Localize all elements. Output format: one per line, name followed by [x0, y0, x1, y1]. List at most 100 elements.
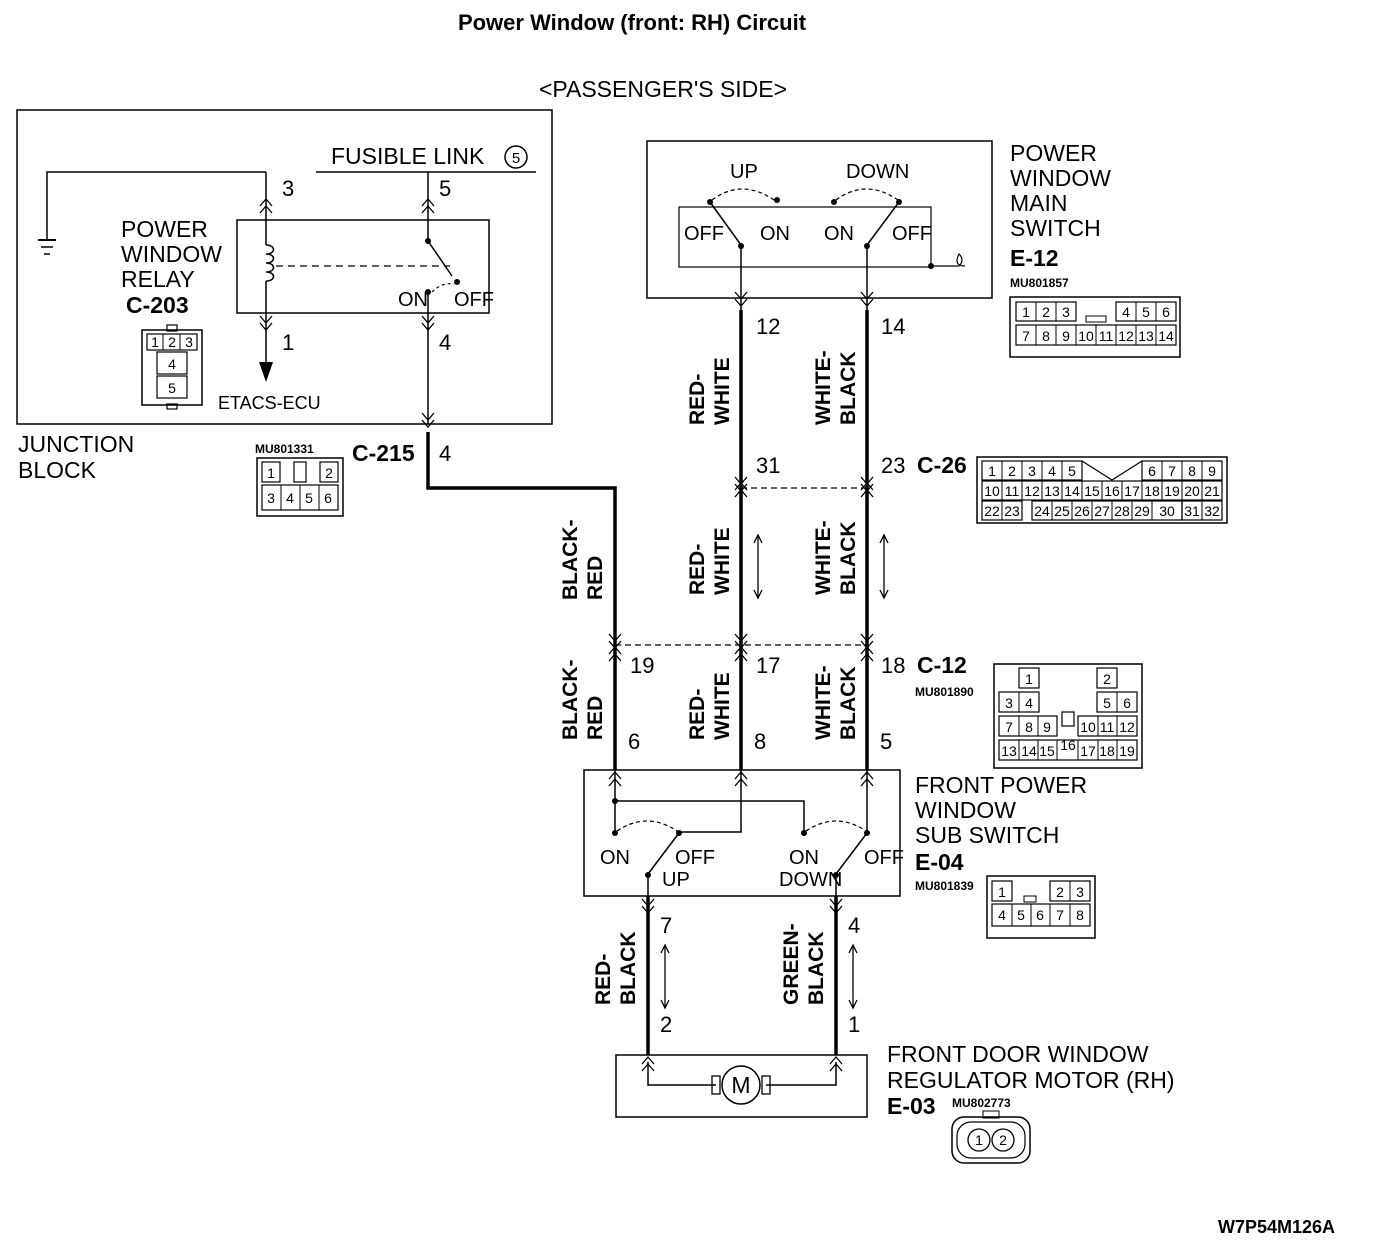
- motor-symbol: M: [731, 1072, 750, 1098]
- relay-label-2: WINDOW: [121, 241, 222, 267]
- svg-text:4: 4: [1025, 695, 1033, 711]
- fusible-link-label: FUSIBLE LINK: [331, 143, 485, 169]
- etacs-arrow: [259, 362, 273, 382]
- svg-text:20: 20: [1184, 483, 1200, 499]
- svg-text:3: 3: [267, 490, 275, 506]
- svg-text:6: 6: [1123, 695, 1131, 711]
- chevron-down-icon: [421, 412, 435, 428]
- svg-text:12: 12: [1119, 719, 1135, 735]
- svg-text:5: 5: [1068, 463, 1076, 479]
- motor-connector-id: E-03: [887, 1093, 936, 1119]
- svg-text:7: 7: [1022, 328, 1030, 344]
- svg-text:8: 8: [1188, 463, 1196, 479]
- svg-text:27: 27: [1094, 503, 1110, 519]
- wire-label-green-black-a: GREEN-: [780, 923, 803, 1005]
- svg-text:6: 6: [1162, 304, 1170, 320]
- sub-switch-label-1: FRONT POWER: [915, 772, 1087, 798]
- svg-text:11: 11: [1099, 328, 1114, 344]
- sub-switch-arc: [805, 820, 867, 832]
- wire-label-white-black-3b: BLACK: [837, 667, 860, 741]
- svg-text:3: 3: [1028, 463, 1036, 479]
- wire-black-red-upper: [426, 432, 617, 640]
- wire-label-red-white-3a: RED-: [686, 689, 709, 740]
- sub-switch-pin-4: 4: [848, 913, 860, 938]
- svg-text:4: 4: [998, 907, 1006, 923]
- svg-text:7: 7: [1168, 463, 1176, 479]
- svg-text:9: 9: [1062, 328, 1070, 344]
- sub-switch-arc: [616, 820, 678, 832]
- svg-text:4: 4: [168, 356, 176, 372]
- chevron-down-icon: [421, 315, 435, 331]
- sub-switch-frame: [583, 769, 901, 897]
- svg-text:1: 1: [988, 463, 996, 479]
- svg-text:28: 28: [1114, 503, 1130, 519]
- junction-block-frame: [16, 109, 553, 425]
- main-switch-arc: [835, 188, 899, 201]
- svg-text:30: 30: [1159, 503, 1175, 519]
- double-arrow-icon: [753, 533, 763, 600]
- main-switch-off-2: OFF: [892, 223, 932, 245]
- c215-connector-icon: 1 2 3 4 5 6: [256, 457, 344, 517]
- sub-switch-arm-up: [647, 832, 680, 875]
- wire-label-red-black-b: BLACK: [617, 932, 640, 1006]
- svg-text:4: 4: [286, 490, 294, 506]
- main-switch-frame: [646, 140, 993, 299]
- relay-off-dot: [454, 279, 460, 285]
- svg-text:7: 7: [1005, 719, 1013, 735]
- c12-connector-icon: 1 2 3 4 5 6 7 8 9 10 11 12 13 14 15 16 1…: [993, 663, 1143, 769]
- e03-connector-icon: 1 2: [951, 1110, 1031, 1164]
- svg-text:13: 13: [1138, 328, 1154, 344]
- svg-text:8: 8: [1076, 907, 1084, 923]
- relay-box: [236, 219, 490, 314]
- sub-switch-part-number: MU801839: [915, 879, 974, 893]
- svg-text:7: 7: [1056, 907, 1064, 923]
- svg-text:10: 10: [1078, 328, 1094, 344]
- svg-text:23: 23: [1004, 503, 1020, 519]
- svg-text:13: 13: [1001, 743, 1017, 759]
- main-switch-down-label: DOWN: [846, 161, 909, 183]
- svg-text:8: 8: [1042, 328, 1050, 344]
- etacs-ecu-label: ETACS-ECU: [218, 393, 321, 413]
- motor-frame: [615, 1054, 868, 1118]
- motor-brush: [711, 1075, 721, 1095]
- c215-part-number: MU801331: [255, 442, 314, 456]
- c26-pin-23: 23: [881, 453, 905, 478]
- motor-wire: [647, 1062, 716, 1086]
- main-switch-pin-12: 12: [756, 314, 780, 339]
- relay-on-label: ON: [398, 289, 428, 311]
- svg-text:1: 1: [998, 884, 1006, 900]
- main-switch-label-4: SWITCH: [1010, 215, 1101, 241]
- sub-switch-contact-dot: [801, 830, 807, 836]
- motor-pin-2: 2: [660, 1012, 672, 1037]
- sub-switch-label-2: WINDOW: [915, 797, 1016, 823]
- wire-label-red-white-1b: WHITE: [711, 357, 734, 425]
- svg-text:21: 21: [1204, 483, 1220, 499]
- sub-switch-wire: [679, 770, 742, 833]
- svg-text:2: 2: [1042, 304, 1050, 320]
- main-switch-up-label: UP: [730, 161, 758, 183]
- ground-wire: [46, 171, 266, 240]
- wire-label-red-white-1a: RED-: [686, 374, 709, 425]
- svg-text:4: 4: [1048, 463, 1056, 479]
- svg-text:1: 1: [267, 465, 275, 481]
- sub-switch-on-1: ON: [600, 847, 630, 869]
- double-arrow-icon: [848, 943, 858, 1010]
- relay-arc: [431, 283, 455, 293]
- chevron-down-icon: [860, 291, 874, 307]
- e12-connector-icon: 1 2 3 4 5 6 7 8 9 10 11 12 13 14: [1009, 296, 1181, 358]
- c26-label: C-26: [917, 452, 967, 478]
- sub-switch-contact-dot: [612, 830, 618, 836]
- svg-text:19: 19: [1164, 483, 1180, 499]
- main-switch-tail: [931, 252, 966, 267]
- svg-text:16: 16: [1104, 483, 1120, 499]
- svg-text:15: 15: [1039, 743, 1055, 759]
- relay-label-3: RELAY: [121, 266, 195, 292]
- svg-text:26: 26: [1074, 503, 1090, 519]
- svg-text:31: 31: [1184, 503, 1200, 519]
- relay-pin-3: 3: [282, 176, 294, 201]
- svg-text:1: 1: [975, 1132, 983, 1148]
- svg-text:17: 17: [1080, 743, 1096, 759]
- relay-label-1: POWER: [121, 216, 208, 242]
- svg-text:6: 6: [1036, 907, 1044, 923]
- svg-text:5: 5: [1017, 907, 1025, 923]
